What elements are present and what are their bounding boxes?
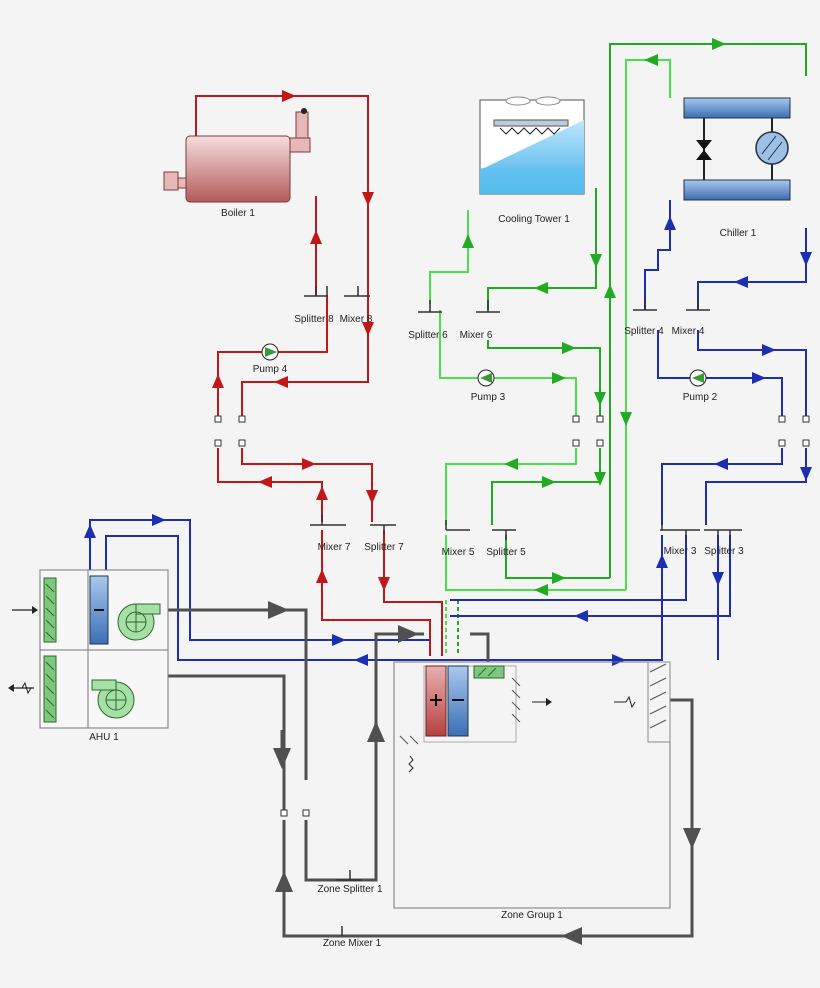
chiller-label: Chiller 1 xyxy=(720,228,757,239)
filter-icon xyxy=(43,577,57,723)
boiler-label: Boiler 1 xyxy=(221,208,255,219)
splitter-8-label: Splitter 8 xyxy=(294,314,334,325)
pump-2-label: Pump 2 xyxy=(683,392,718,403)
boiler[interactable]: Boiler 1 xyxy=(163,108,311,219)
air-duct-loop xyxy=(168,601,701,945)
hot-plant-splitter-mixer xyxy=(304,286,370,297)
demand-splitter-mixer-set xyxy=(310,515,742,540)
condenser-plant-splitter-mixer xyxy=(418,300,500,313)
mixer-7-label: Mixer 7 xyxy=(318,542,351,553)
condenser-water-loop xyxy=(429,38,807,656)
pump-icon xyxy=(480,373,492,383)
hot-water-loop xyxy=(195,90,443,656)
cooling-coil-icon xyxy=(89,575,109,645)
pump-icon xyxy=(692,373,704,383)
pump-3-label: Pump 3 xyxy=(471,392,506,403)
splitter-4-label: Splitter 4 xyxy=(624,326,664,337)
chilled-water-loop xyxy=(84,200,812,666)
loop-connector-nodes xyxy=(214,415,810,817)
ahu[interactable]: AHU 1 xyxy=(39,569,169,743)
mixer-8-label: Mixer 8 xyxy=(340,314,373,325)
pump-4-label: Pump 4 xyxy=(253,364,288,375)
outdoor-air-inlet-arrow xyxy=(12,606,38,614)
fan-icon xyxy=(117,603,161,641)
heating-coil-icon xyxy=(425,665,447,737)
filter-icon xyxy=(473,665,505,679)
chiller[interactable]: Chiller 1 xyxy=(683,97,791,239)
expansion-valve-icon xyxy=(696,140,712,160)
zone-splitter-label: Zone Splitter 1 xyxy=(317,884,382,895)
mixer-5-label: Mixer 5 xyxy=(442,547,475,558)
cooling-tower-label: Cooling Tower 1 xyxy=(498,214,570,225)
zone-mixer: Zone Mixer 1 xyxy=(323,926,382,949)
cooling-coil-icon xyxy=(447,665,469,737)
chilled-plant-splitter-mixer xyxy=(633,298,710,311)
compressor-icon xyxy=(755,131,789,165)
zone-group-label: Zone Group 1 xyxy=(501,910,563,921)
zone-mixer-label: Zone Mixer 1 xyxy=(323,938,382,949)
zone-group[interactable]: Zone Group 1 xyxy=(393,661,671,921)
mixer-6-label: Mixer 6 xyxy=(460,330,493,341)
mixer-3-label: Mixer 3 xyxy=(664,546,697,557)
splitter-6-label: Splitter 6 xyxy=(408,330,448,341)
relief-air-outlet-arrow xyxy=(8,681,34,695)
zone-splitter: Zone Splitter 1 xyxy=(317,870,383,895)
pump-4[interactable]: Pump 4 xyxy=(253,343,288,375)
cooling-tower[interactable]: Cooling Tower 1 xyxy=(479,96,585,225)
ahu-label: AHU 1 xyxy=(89,732,119,743)
splitter-7-label: Splitter 7 xyxy=(364,542,404,553)
fan-icon xyxy=(91,679,135,719)
mixer-4-label: Mixer 4 xyxy=(672,326,705,337)
pump-icon xyxy=(265,347,277,357)
pump-3[interactable]: Pump 3 xyxy=(471,369,506,403)
pump-2[interactable]: Pump 2 xyxy=(683,369,718,403)
splitter-3-label: Splitter 3 xyxy=(704,546,744,557)
splitter-5-label: Splitter 5 xyxy=(486,547,526,558)
